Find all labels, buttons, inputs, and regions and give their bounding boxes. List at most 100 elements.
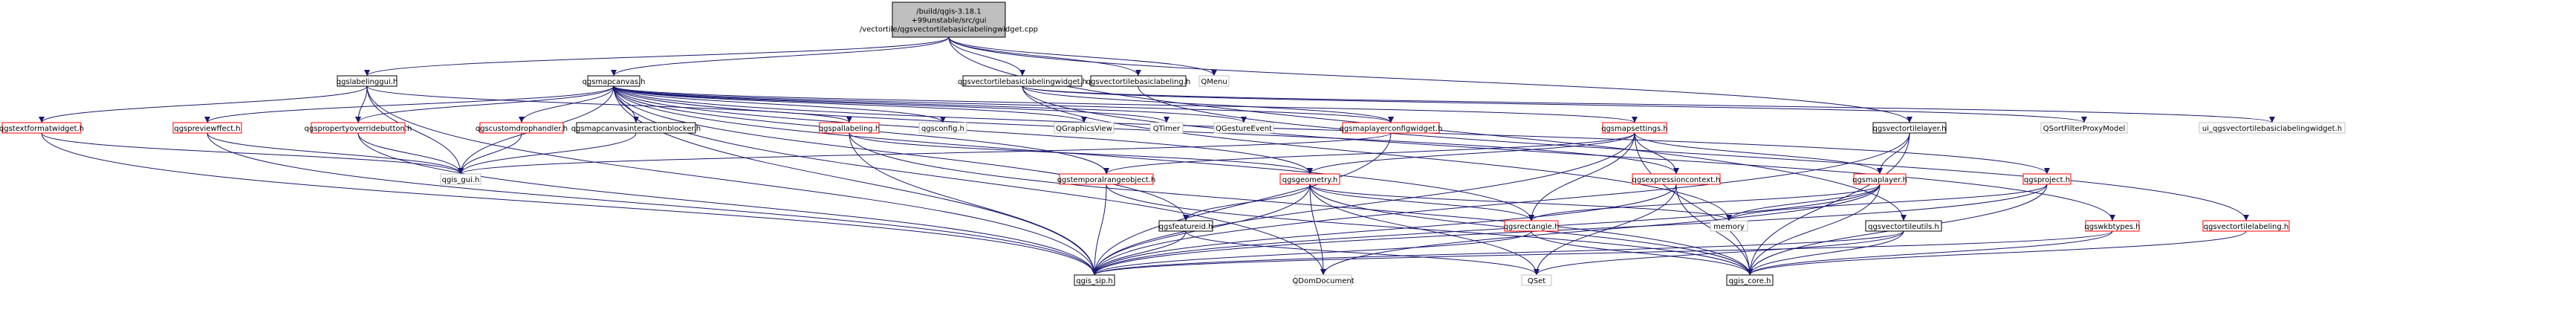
edge-qgsmapcanvas-to-qgsmaplayerconfigwidget xyxy=(613,85,1394,123)
edge-qgsmapsettings-to-qgsgeometry xyxy=(1307,132,1635,175)
edge-qgspropertyoverridebutton-to-qgis_sip xyxy=(357,132,1097,276)
edge-qgsexpressioncontext-to-qgis_sip xyxy=(1091,184,1677,276)
node-qmenu: QMenu xyxy=(1198,75,1230,87)
node-label: +99unstable/src/gui xyxy=(911,17,986,25)
node-box xyxy=(1504,220,1559,232)
edge-qgsmapsettings-to-qgsmaplayer xyxy=(1634,132,1883,175)
node-box xyxy=(172,122,242,134)
node-box xyxy=(1865,220,1942,232)
edge-qgsvectortilebasiclabelingwidget-to-qgswkbtypes xyxy=(1022,85,2115,221)
node-label: qgsvectortilelayer.h xyxy=(1873,125,1947,133)
node-root[interactable]: /build/qgis-3.18.1+99unstable/src/gui/ve… xyxy=(860,1,1038,38)
node-qgsvectortileutils[interactable]: qgsvectortileutils.h xyxy=(1865,220,1942,232)
edge-qgsvectortileutils-to-qset xyxy=(1534,230,1904,276)
node-qgsrectangle[interactable]: qgsrectangle.h xyxy=(1504,220,1560,232)
node-label: qgspallabeling.h xyxy=(819,125,880,133)
edge-root-to-qgsvectortilelayer xyxy=(948,36,1912,123)
node-qgspreviewffect[interactable]: qgspreviewffect.h xyxy=(172,122,242,134)
node-label: qgis_sip.h xyxy=(1076,277,1113,285)
edge-qgsvectortilelayer-to-qgis_sip xyxy=(1091,132,1910,276)
node-box xyxy=(1213,122,1274,134)
node-label: qgis_gui.h xyxy=(442,176,480,184)
edge-qgsrectangle-to-qgis_core xyxy=(1531,230,1753,276)
edge-qgsgeometry-to-qgsfeatureid xyxy=(1183,184,1311,221)
edge-qgsmaplayer-to-qgis_core xyxy=(1747,184,1881,276)
node-qtimer: QTimer xyxy=(1149,122,1184,134)
edge-qgsgeometry-to-qset xyxy=(1309,184,1540,276)
node-qgstemporalrangeobject[interactable]: qgstemporalrangeobject.h xyxy=(1057,173,1156,185)
node-box xyxy=(1279,173,1340,185)
node-qgsgeometry[interactable]: qgsgeometry.h xyxy=(1279,173,1340,185)
node-qgsmapcanvas[interactable]: qgsmapcanvas.h xyxy=(583,75,646,87)
node-qgsvectortilelabeling[interactable]: qgsvectortilelabeling.h xyxy=(2202,220,2290,232)
edge-qgswkbtypes-to-qgis_core xyxy=(1747,230,2113,276)
node-box xyxy=(1198,75,1230,87)
node-qgsmapsettings[interactable]: qgsmapsettings.h xyxy=(1601,122,1668,134)
node-qgis_sip[interactable]: qgis_sip.h xyxy=(1074,274,1115,286)
node-label: qgspreviewffect.h xyxy=(174,125,240,133)
node-box xyxy=(962,75,1083,87)
node-qgscustomdrophandler[interactable]: qgscustomdrophandler.h xyxy=(476,122,568,134)
node-box xyxy=(918,122,967,134)
node-qgsexpressioncontext[interactable]: qgsexpressioncontext.h xyxy=(1632,173,1721,185)
edge-qgspallabeling-to-qgis_sip xyxy=(849,132,1097,276)
edge-qgsmapcanvas-to-qgraphicsview xyxy=(613,85,1087,123)
node-qgsvectortilelayer[interactable]: qgsvectortilelayer.h xyxy=(1872,122,1947,134)
node-qsortfilterproxymodel: QSortFilterProxyModel xyxy=(2040,122,2128,134)
node-qgsvectortilebasiclabeling[interactable]: qgsvectortilebasiclabeling.h xyxy=(1086,75,1190,87)
node-label: QDomDocument xyxy=(1292,277,1354,285)
node-label: QGestureEvent xyxy=(1216,125,1272,133)
edge-qgstemporalrangeobject-to-qgis_sip xyxy=(1091,184,1107,276)
node-qgswkbtypes[interactable]: qgswkbtypes.h xyxy=(2084,220,2141,232)
node-box xyxy=(1059,173,1154,185)
node-qgspallabeling[interactable]: qgspallabeling.h xyxy=(819,122,880,134)
edge-qgsvectortileutils-to-qgis_core xyxy=(1747,230,1904,276)
node-label: QGraphicsView xyxy=(1056,125,1112,133)
node-label: qgsmapcanvasinteractionblocker.h xyxy=(571,125,701,133)
edge-qgsvectortilebasiclabeling-to-qgsvectortilelabeling xyxy=(1138,85,2249,221)
edge-qgspallabeling-to-qgsgeometry xyxy=(849,132,1313,175)
edge-qgsgeometry-to-qgsrectangle xyxy=(1309,184,1534,221)
node-qgsvectortilebasiclabelingwidget[interactable]: qgsvectortilebasiclabelingwidget.h xyxy=(958,75,1087,87)
edge-qgstemporalrangeobject-to-qgis_core xyxy=(1106,184,1753,276)
edge-root-to-qmenu xyxy=(948,36,1217,77)
node-qgis_gui: qgis_gui.h xyxy=(440,173,481,185)
node-label: QSet xyxy=(1528,277,1545,285)
node-qgis_core[interactable]: qgis_core.h xyxy=(1726,274,1774,286)
node-label: qgstextformatwidget.h xyxy=(0,125,84,133)
edge-qgstextformatwidget-to-qgis_gui xyxy=(41,132,464,175)
edge-qgsfeatureid-to-qset xyxy=(1185,230,1540,276)
node-qgsmaplayerconfigwidget[interactable]: qgsmaplayerconfigwidget.h xyxy=(1340,122,1443,134)
node-box xyxy=(2202,220,2290,232)
node-box xyxy=(2040,122,2128,134)
node-label: QSortFilterProxyModel xyxy=(2043,125,2126,133)
node-qgsfeatureid[interactable]: qgsfeatureid.h xyxy=(1158,220,1213,232)
edge-qgspreviewffect-to-qgis_sip xyxy=(207,132,1097,276)
node-label: qgsmaplayerconfigwidget.h xyxy=(1340,125,1443,133)
edge-qgslabelinggui-to-qgis_gui xyxy=(366,85,464,175)
node-qset: QSet xyxy=(1521,274,1552,286)
edge-qgsmapsettings-to-qgis_core xyxy=(1634,132,1753,276)
edge-qgslabelinggui-to-qgstextformatwidget xyxy=(39,85,368,123)
node-qgsproject[interactable]: qgsproject.h xyxy=(2022,173,2071,185)
edge-qgslabelinggui-to-qgspropertyoverridebutton xyxy=(355,85,368,123)
node-qdomdocument: QDomDocument xyxy=(1292,274,1354,286)
edge-qgsvectortilelayer-to-qgsmaplayer xyxy=(1877,132,1910,175)
node-box xyxy=(2085,220,2140,232)
node-qgslabelinggui[interactable]: qgslabelinggui.h xyxy=(337,75,398,87)
node-qgsmaplayer[interactable]: qgsmaplayer.h xyxy=(1852,173,1907,185)
node-box xyxy=(1054,122,1115,134)
edge-qgslabelinggui-to-qgspallabeling xyxy=(366,85,852,123)
edge-qgsmapcanvas-to-qgsfeatureid xyxy=(613,85,1189,221)
node-label: qgsconfig.h xyxy=(921,125,964,133)
edge-qgsproject-to-memory xyxy=(1726,184,2048,221)
edge-qgspreviewffect-to-qgis_gui xyxy=(207,132,464,175)
node-qgstextformatwidget[interactable]: qgstextformatwidget.h xyxy=(0,122,84,134)
node-label: qgis_core.h xyxy=(1729,277,1771,285)
node-qgspropertyoverridebutton[interactable]: qgspropertyoverridebutton.h xyxy=(305,122,412,134)
node-label: qgsvectortilelabeling.h xyxy=(2204,223,2288,231)
node-qgsmapcanvasinteractionblocker[interactable]: qgsmapcanvasinteractionblocker.h xyxy=(571,122,701,134)
edge-qgsvectortileutils-to-qgis_sip xyxy=(1091,230,1904,276)
node-box xyxy=(1521,274,1552,286)
